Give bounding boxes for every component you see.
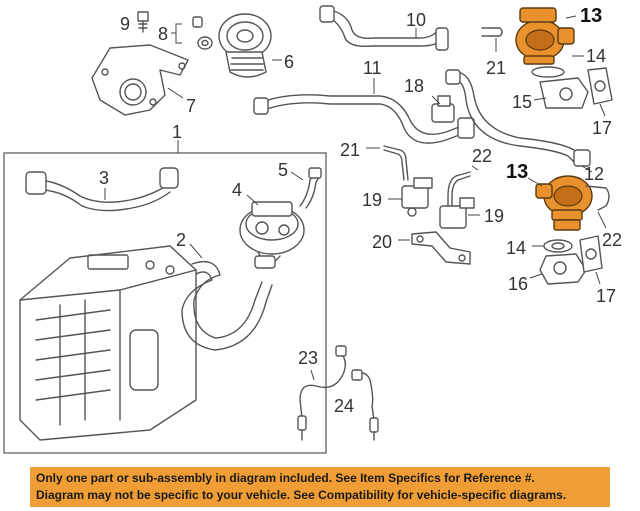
callout-17-lower: 17 (596, 286, 616, 306)
callout-14-top: 14 (586, 46, 606, 66)
callout-4: 4 (232, 180, 242, 200)
callout-7: 7 (186, 96, 196, 116)
solenoid-part-19-left (401, 177, 433, 217)
valve-part-4 (239, 201, 305, 269)
valve-part-13-top (515, 7, 575, 65)
callout-15: 15 (512, 92, 532, 112)
gasket-part-17-lower (579, 235, 603, 273)
callout-13-top: 13 (580, 5, 602, 27)
callout-16: 16 (508, 274, 528, 294)
callout-2: 2 (176, 230, 186, 250)
callout-19-right: 19 (484, 206, 504, 226)
callout-1: 1 (172, 122, 182, 142)
callout-11: 11 (363, 58, 382, 78)
grommet-part-8 (192, 16, 213, 50)
assembly-box (3, 152, 327, 454)
bracket-part-20 (411, 231, 471, 265)
callout-21-mid: 21 (340, 140, 360, 160)
flange-part-15 (539, 77, 589, 109)
hose-part-21 (383, 145, 409, 181)
callout-18: 18 (404, 76, 424, 96)
gasket-part-14-lower (543, 239, 573, 253)
callout-22-mid: 22 (472, 146, 492, 166)
hose-part-5 (299, 167, 322, 209)
callout-9: 9 (120, 14, 130, 34)
callout-22-right: 22 (602, 230, 622, 250)
sensor-part-18 (431, 95, 455, 123)
callout-21-top: 21 (486, 58, 506, 78)
canister-part-1 (19, 245, 197, 441)
solenoid-part-19-right (439, 197, 475, 229)
gasket-part-17-top (587, 67, 613, 105)
callout-13-lower: 13 (506, 161, 528, 183)
hose-part-22-mid (447, 171, 471, 207)
flange-part-16 (539, 253, 587, 285)
callout-3: 3 (99, 168, 109, 188)
sensor-part-23 (297, 345, 347, 441)
sensor-part-24 (351, 369, 379, 441)
hose-part-10 (319, 5, 449, 51)
callout-23: 23 (298, 348, 318, 368)
hose-part-3 (25, 167, 179, 212)
callout-19-left: 19 (362, 190, 382, 210)
hose-part-2 (181, 260, 273, 351)
air-pump-part-6 (218, 13, 272, 78)
bolt-part-9 (137, 11, 149, 33)
callout-12: 12 (584, 164, 604, 184)
valve-part-13-lower (535, 175, 593, 231)
callout-24: 24 (334, 396, 354, 416)
callout-5: 5 (278, 160, 288, 180)
callout-6: 6 (284, 52, 294, 72)
disclaimer-line-2: Diagram may not be specific to your vehi… (36, 488, 567, 502)
clamp-part-21-top (481, 27, 503, 37)
hose-part-11 (253, 94, 475, 144)
bracket-part-7 (91, 44, 189, 116)
callout-8: 8 (158, 24, 168, 44)
callout-14-lower: 14 (506, 238, 526, 258)
clamp-part-22-right (585, 185, 610, 211)
callout-20: 20 (372, 232, 392, 252)
gasket-part-14-top (531, 66, 565, 78)
hose-part-12 (445, 69, 591, 167)
disclaimer-line-1: Only one part or sub-assembly in diagram… (36, 471, 535, 485)
callout-10: 10 (406, 10, 426, 30)
callout-17-top: 17 (592, 118, 612, 138)
disclaimer-banner: Only one part or sub-assembly in diagram… (30, 467, 610, 507)
